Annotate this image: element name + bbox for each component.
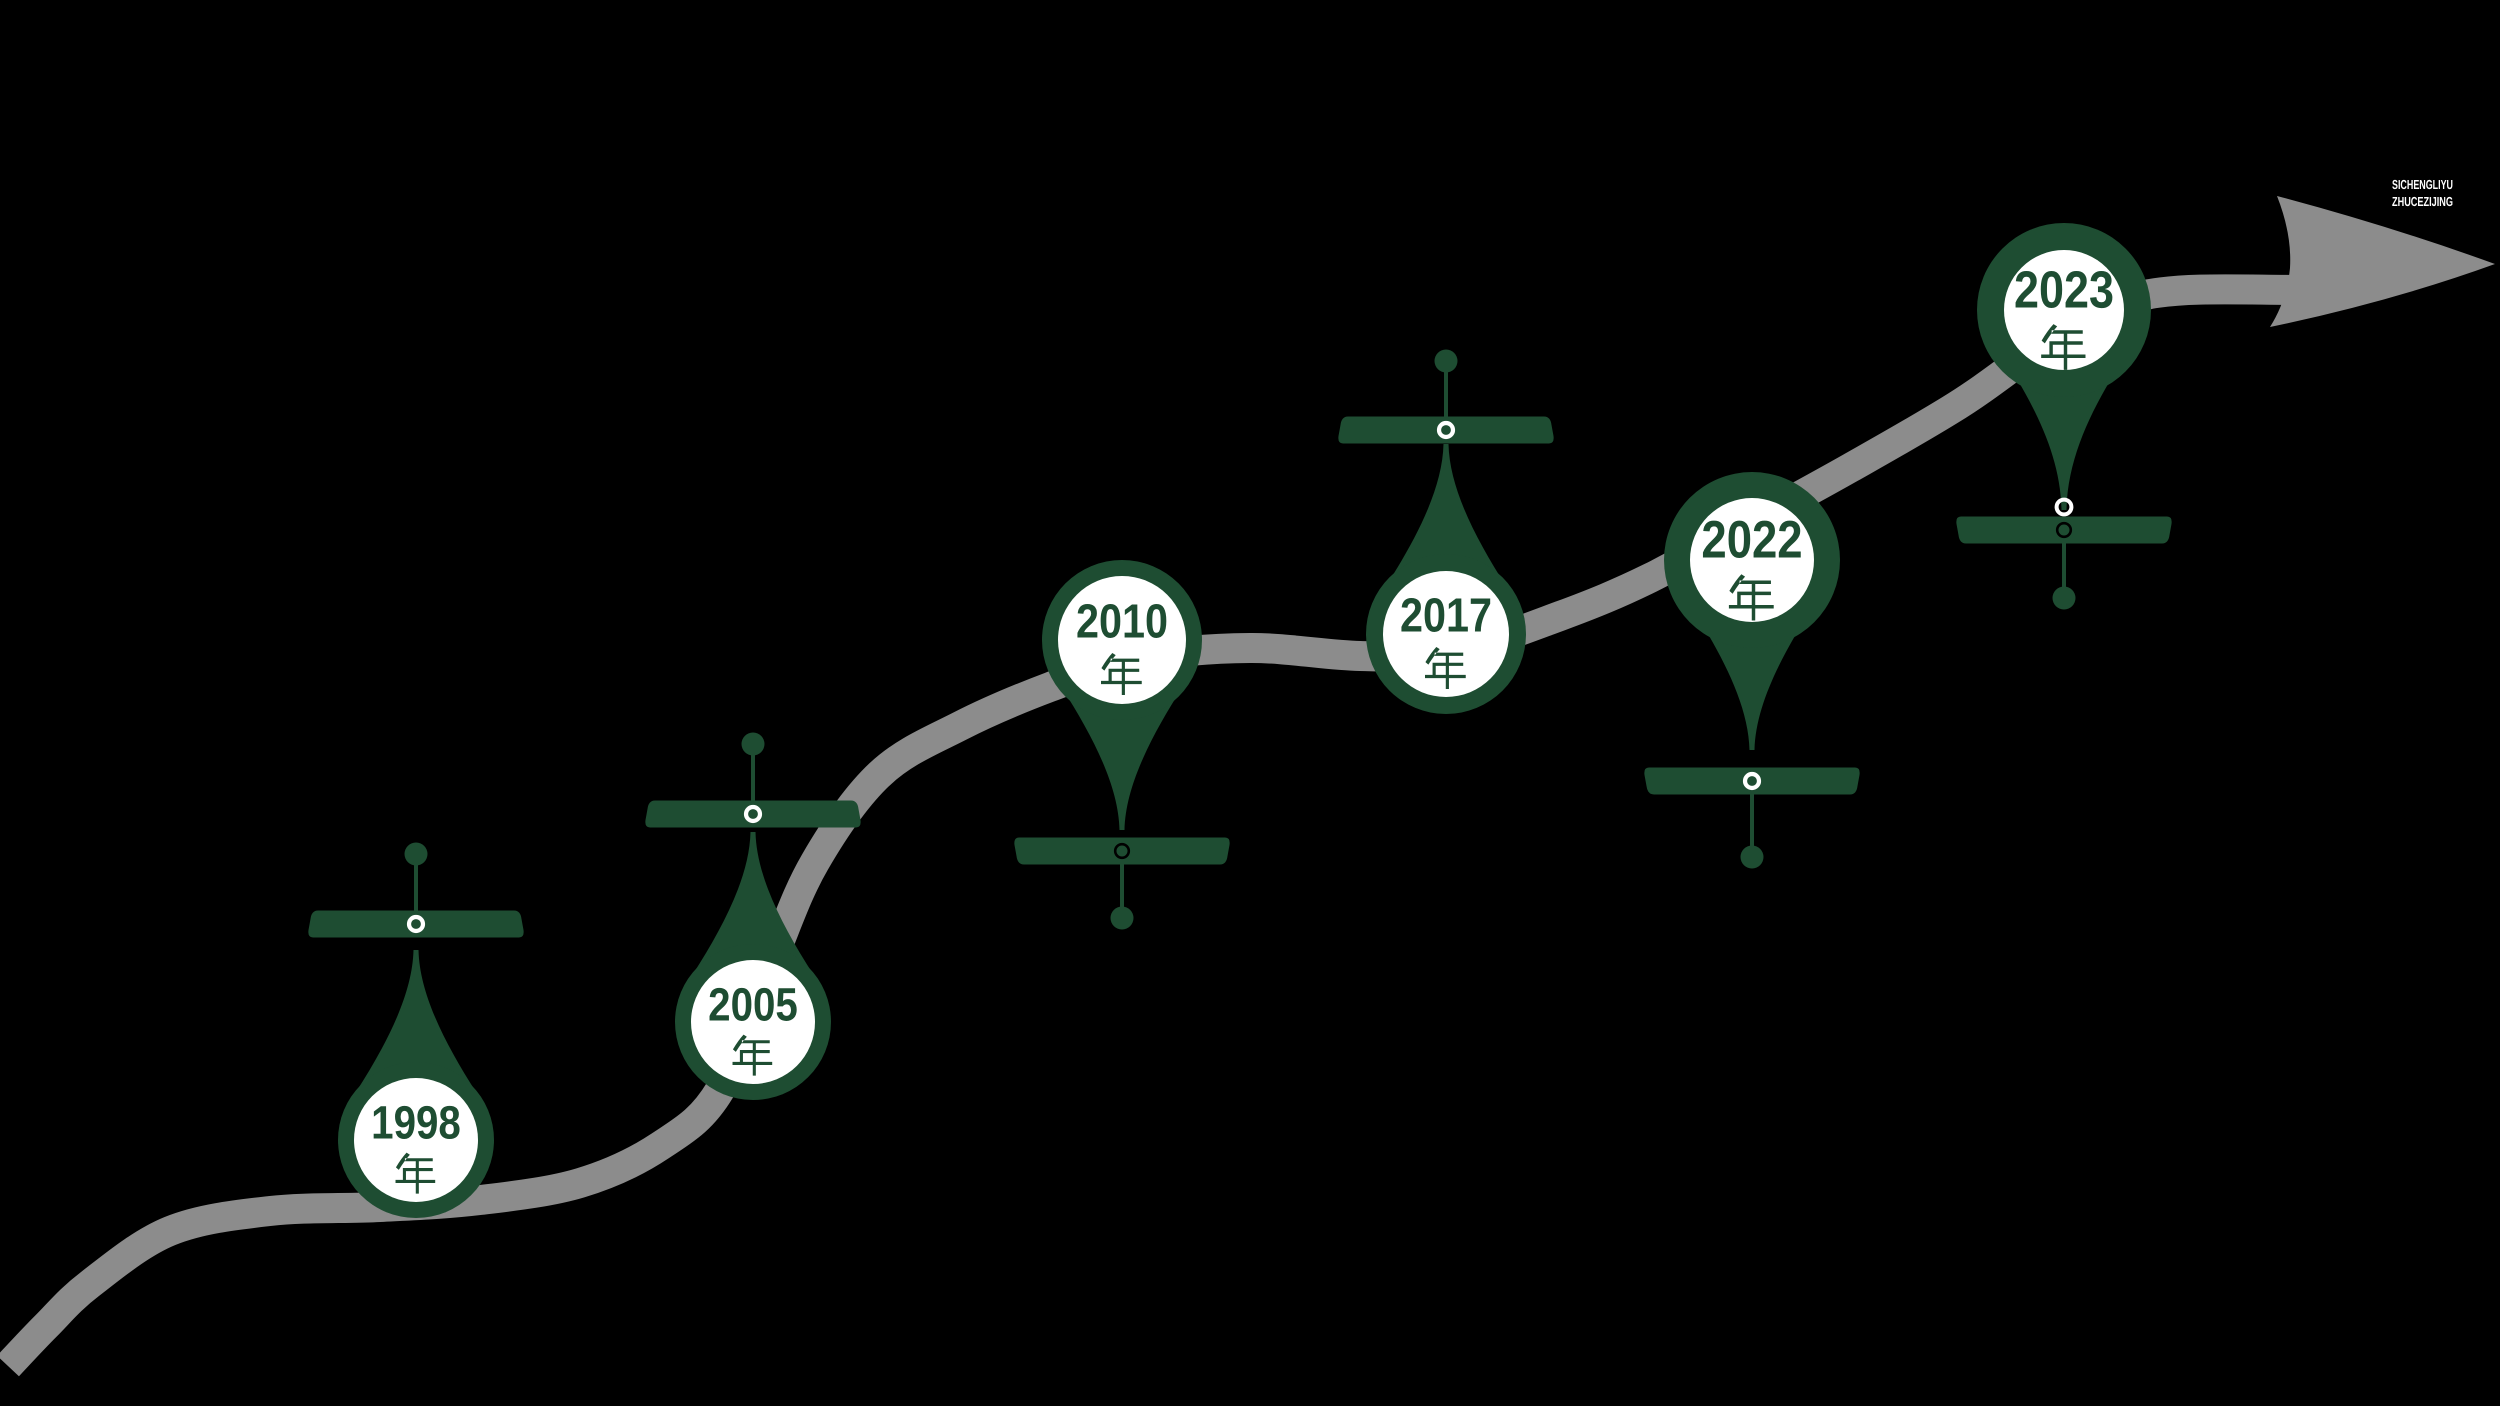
- brand-line-2: ZHUCEZIJING: [2392, 194, 2453, 209]
- bar-ring-white-icon: [1436, 420, 1456, 440]
- milestone-2005: 2005: [645, 732, 861, 1100]
- pin-platform-bar: [1644, 767, 1860, 795]
- pin-end-dot: [1110, 906, 1134, 930]
- year-suffix-glyph: [1728, 574, 1774, 621]
- milestone-year-label: 2005: [708, 978, 798, 1030]
- year-suffix-glyph: [1101, 653, 1142, 695]
- year-suffix-glyph: [395, 1152, 436, 1194]
- brand-line-1: SICHENGLIYU: [2392, 177, 2453, 192]
- pin-spike: [2004, 358, 2124, 510]
- pin-spike: [356, 950, 476, 1092]
- pin-platform-bar: [1014, 837, 1230, 865]
- pin-platform-bar: [645, 800, 861, 828]
- pin-bubble: [1058, 576, 1186, 704]
- pin-bubble: [354, 1078, 478, 1202]
- pin-platform-bar: [1956, 516, 2172, 544]
- pin-end-dot: [404, 842, 428, 866]
- pin-end-dot: [1740, 845, 1764, 869]
- year-suffix-glyph: [732, 1034, 773, 1076]
- bar-ring-white-icon: [406, 914, 426, 934]
- tip-ring-icon: [2054, 497, 2074, 517]
- arrow-head-icon: [2270, 196, 2495, 327]
- bar-ring-dark-icon: [2055, 521, 2073, 539]
- milestone-2022: 2022: [1644, 472, 1860, 869]
- milestones-group: 1998 2005 2010 2017 2022 2023: [308, 223, 2172, 1218]
- milestone-1998: 1998: [308, 842, 524, 1218]
- year-suffix-glyph: [2041, 324, 2086, 370]
- bar-ring-white-icon: [743, 804, 763, 824]
- pin-platform-bar: [308, 910, 524, 938]
- milestone-year-label: 2017: [1400, 590, 1492, 643]
- pin-spike: [693, 832, 813, 974]
- pin-end-dot: [2052, 586, 2076, 610]
- brand-mark: SICHENGLIYU ZHUCEZIJING: [2392, 177, 2453, 209]
- pin-bubble: [1383, 571, 1509, 697]
- pin-platform-bar: [1338, 416, 1554, 444]
- year-suffix-glyph: [1425, 647, 1466, 689]
- pin-spike: [1386, 444, 1506, 586]
- milestone-year-label: 2022: [1701, 511, 1802, 570]
- pin-bubble: [1690, 498, 1814, 622]
- milestone-year-label: 2023: [2014, 261, 2114, 319]
- pin-spike: [1062, 688, 1182, 830]
- milestone-year-label: 1998: [371, 1096, 461, 1148]
- pin-spike: [1692, 608, 1812, 750]
- bar-ring-white-icon: [1742, 771, 1762, 791]
- milestone-2010: 2010: [1014, 560, 1230, 930]
- milestone-year-label: 2010: [1076, 596, 1168, 649]
- pin-end-dot: [741, 732, 765, 756]
- pin-end-dot: [1434, 349, 1458, 373]
- pin-bubble: [2004, 250, 2124, 370]
- bar-ring-dark-icon: [1113, 842, 1131, 860]
- milestone-2023: 2023: [1956, 223, 2172, 610]
- pin-bubble: [691, 960, 815, 1084]
- timeline-track-curve: [0, 274, 2313, 1377]
- milestone-2017: 2017: [1338, 349, 1554, 714]
